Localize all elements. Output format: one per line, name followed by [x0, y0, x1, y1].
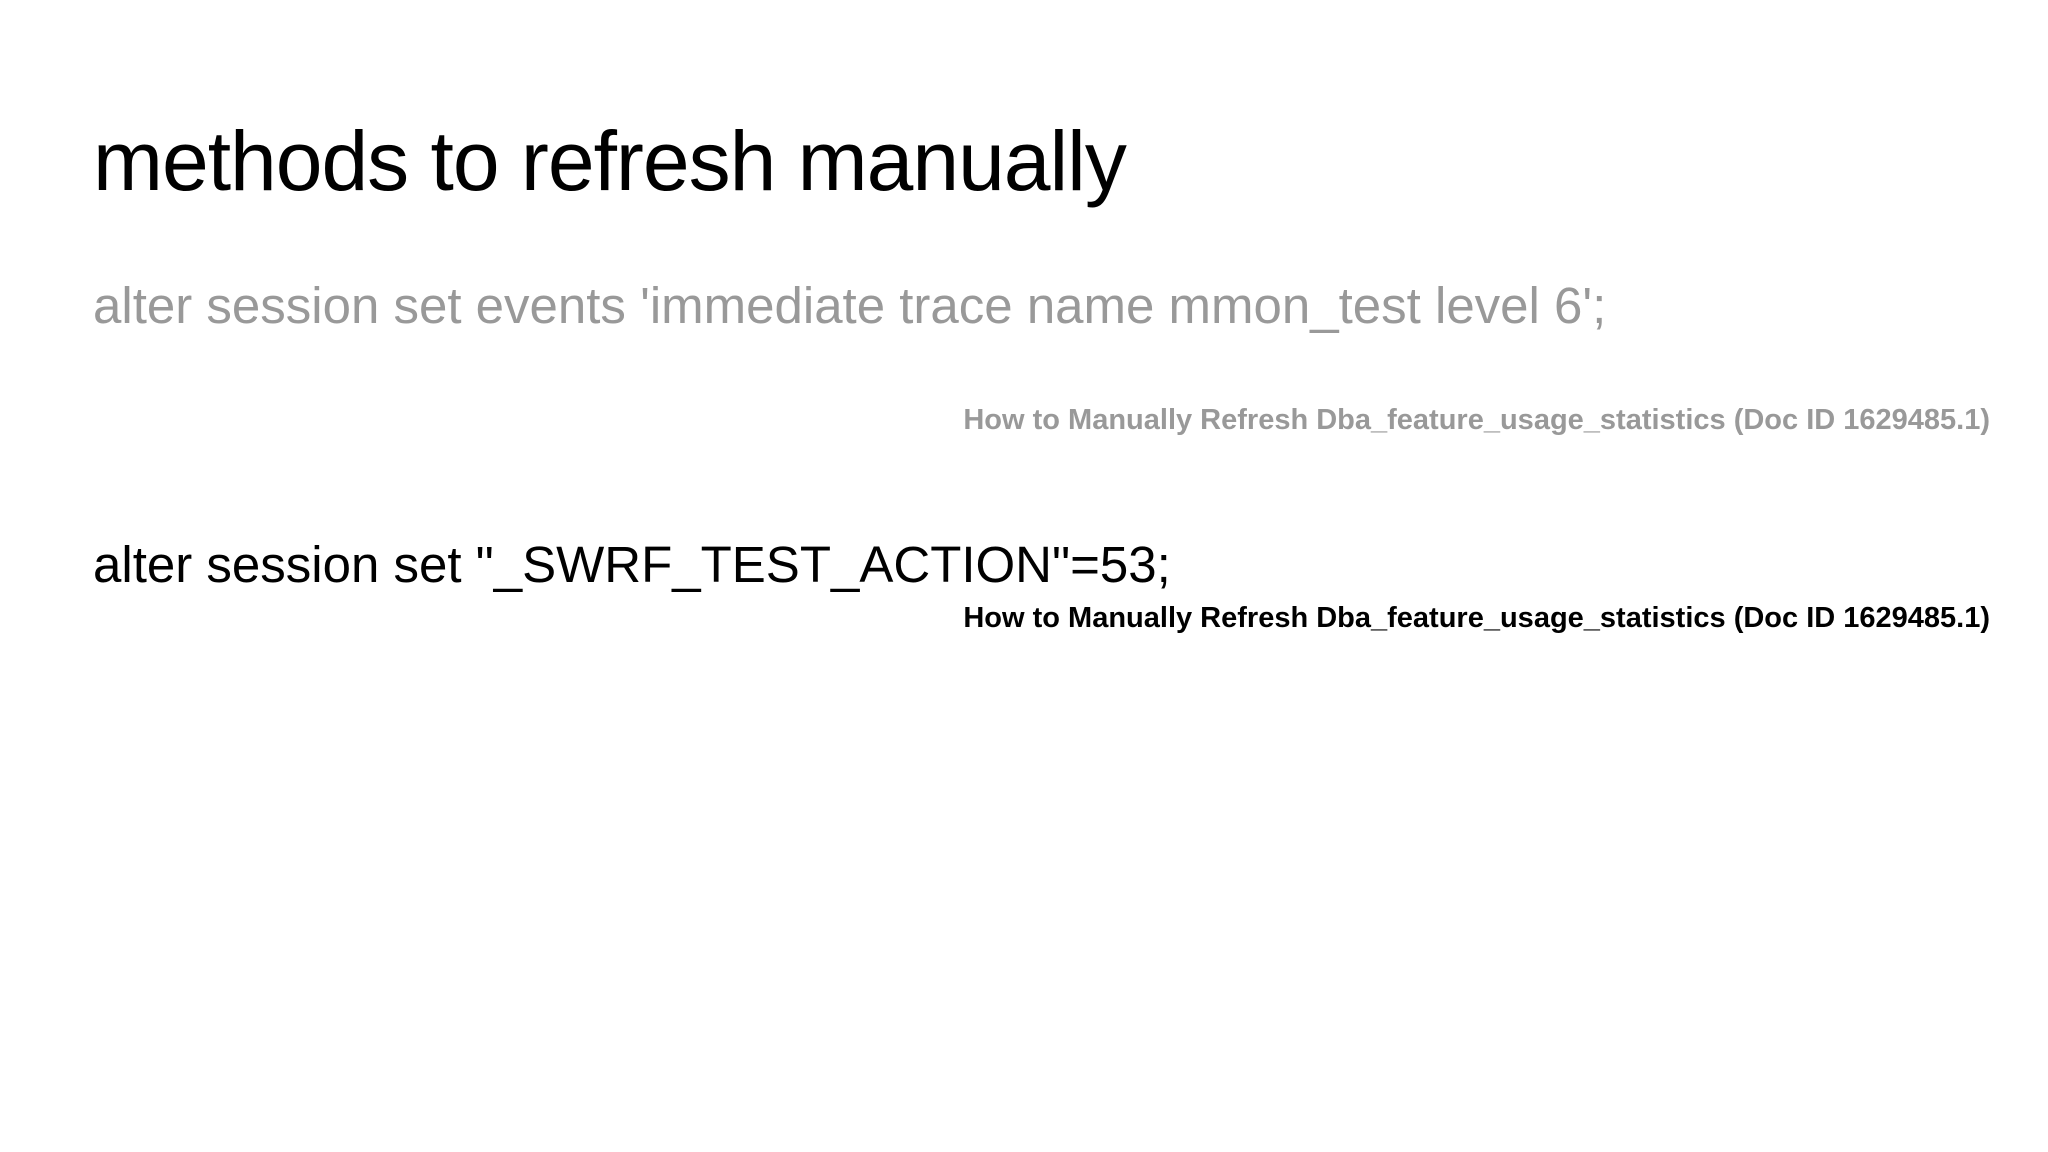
command-swrf-test-action: alter session set "_SWRF_TEST_ACTION"=53…	[93, 536, 1171, 593]
citation-mmon-trace: How to Manually Refresh Dba_feature_usag…	[963, 404, 1990, 436]
citation-swrf-test-action: How to Manually Refresh Dba_feature_usag…	[963, 602, 1990, 634]
slide-title: methods to refresh manually	[93, 114, 1127, 208]
command-mmon-trace: alter session set events 'immediate trac…	[93, 277, 1607, 334]
